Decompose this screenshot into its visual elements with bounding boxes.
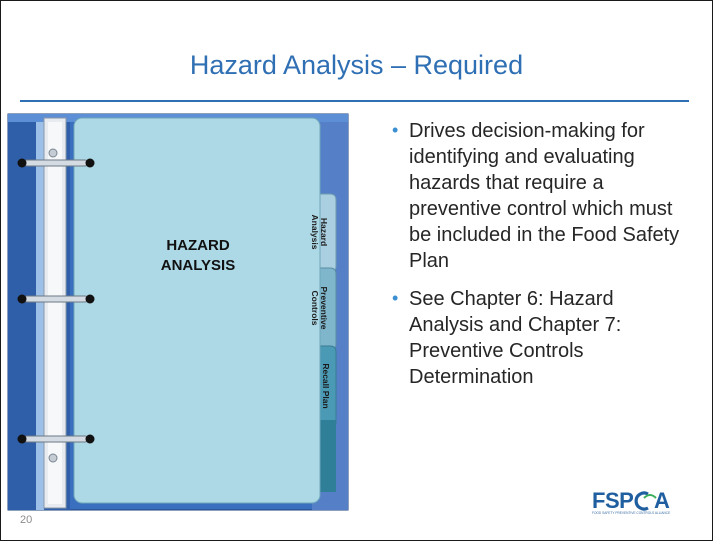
bullet-dot-icon: •: [392, 120, 399, 140]
svg-text:A: A: [654, 488, 670, 513]
bullet-item: • See Chapter 6: Hazard Analysis and Chap…: [392, 286, 692, 390]
binder-ring-bottom: [17, 434, 95, 463]
bullet-item: • Drives decision-making for identifying …: [392, 118, 692, 274]
svg-text:FOOD SAFETY PREVENTIVE CONTROL: FOOD SAFETY PREVENTIVE CONTROLS ALLIANCE: [592, 511, 670, 515]
bullet-dot-icon: •: [392, 288, 399, 308]
title-divider: [20, 100, 689, 102]
slide-title: Hazard Analysis – Required: [189, 50, 524, 80]
binder-ring-top: [17, 148, 95, 168]
tab-label-preventive-2: Controls: [310, 291, 320, 326]
tab-label-hazard-1: Hazard: [319, 218, 329, 246]
binder-ring-middle: [17, 294, 95, 304]
binder-illustration: HAZARD ANALYSIS Hazard Analysis Preventi…: [7, 113, 349, 511]
bullet-text: Drives decision-making for identifying a…: [409, 120, 680, 272]
fspca-logo: FSP A FOOD SAFETY PREVENTIVE CONTROLS AL…: [592, 488, 671, 515]
tab-label-preventive-1: Preventive: [319, 287, 329, 330]
tab-label-recall: Recall Plan: [321, 363, 331, 408]
tab-label-hazard-2: Analysis: [310, 215, 320, 250]
bullet-list: • Drives decision-making for identifying …: [392, 118, 692, 402]
binder-page: [73, 117, 321, 504]
page-number: 20: [20, 514, 33, 526]
page-label-line1: HAZARD: [166, 237, 229, 254]
svg-text:FSP: FSP: [592, 488, 633, 513]
bullet-text: See Chapter 6: Hazard Analysis and Chapt…: [409, 288, 622, 388]
page-label-line2: ANALYSIS: [161, 257, 235, 274]
